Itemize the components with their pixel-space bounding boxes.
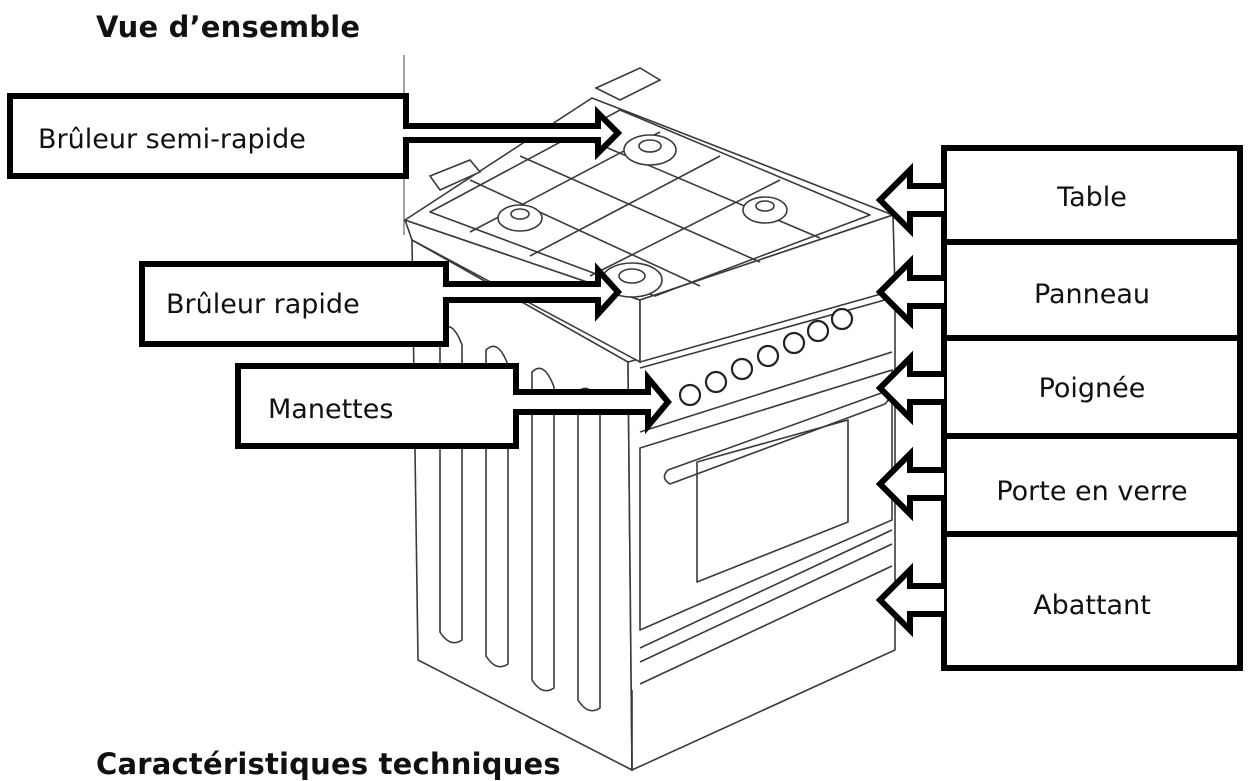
rapid-burner-label: Brûleur rapide <box>166 289 360 320</box>
knobs-label: Manettes <box>268 394 393 425</box>
glass-door-label: Porte en verre <box>996 476 1187 507</box>
callout-table: Table <box>875 145 1243 245</box>
handle-label: Poignée <box>1039 373 1146 404</box>
callout-glass-door: Porte en verre <box>875 433 1243 537</box>
stove-illustration <box>403 55 896 772</box>
table-label: Table <box>1056 182 1127 213</box>
callout-rapid-burner: Brûleur rapide <box>139 261 623 347</box>
callout-handle: Poignée <box>875 335 1243 439</box>
drop-door-label: Abattant <box>1033 590 1151 621</box>
callout-drop-door: Abattant <box>875 531 1243 671</box>
callout-semi-rapid-burner: Brûleur semi-rapide <box>7 93 623 179</box>
overview-heading: Vue d’ensemble <box>96 10 361 44</box>
panel-label: Panneau <box>1034 279 1150 310</box>
callout-knobs: Manettes <box>235 363 672 449</box>
callout-panel: Panneau <box>875 239 1243 341</box>
semi-rapid-burner-label: Brûleur semi-rapide <box>38 124 306 155</box>
